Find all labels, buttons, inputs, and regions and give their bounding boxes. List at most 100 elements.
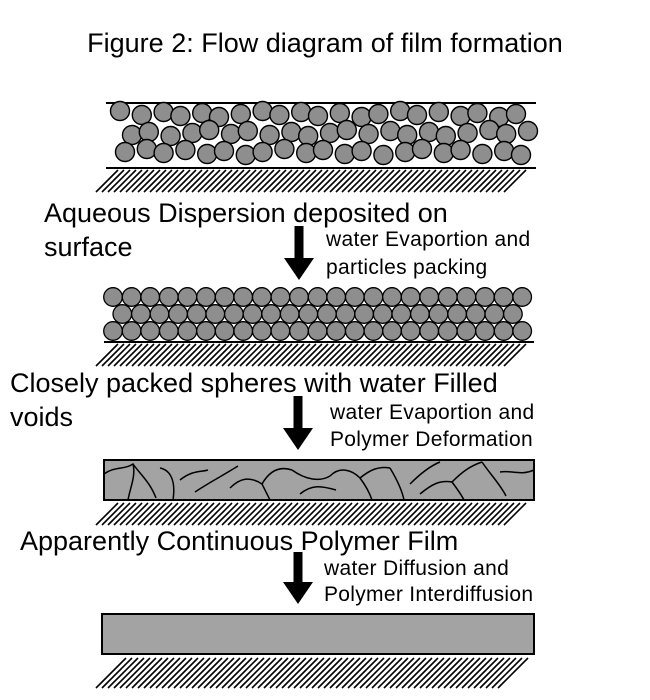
sphere xyxy=(233,287,254,307)
sphere xyxy=(186,304,207,324)
sphere xyxy=(289,287,309,307)
sphere xyxy=(121,321,142,341)
particle xyxy=(191,102,213,124)
sphere xyxy=(196,321,216,341)
particle xyxy=(334,143,355,165)
boundary-curve xyxy=(159,467,175,501)
sphere xyxy=(391,304,412,324)
transition-2-label-line-1: water Evaportion and xyxy=(330,401,535,424)
particle xyxy=(406,104,428,126)
particle xyxy=(109,100,131,122)
sphere xyxy=(205,304,226,324)
sphere xyxy=(344,321,365,341)
sphere xyxy=(335,304,356,324)
sphere xyxy=(251,287,272,307)
boundary-curve xyxy=(409,461,441,485)
particle xyxy=(160,125,181,147)
sphere xyxy=(307,287,328,307)
sphere xyxy=(307,321,328,341)
sphere xyxy=(493,321,514,341)
boundary-curve xyxy=(291,469,331,481)
sphere xyxy=(409,304,430,324)
sphere xyxy=(419,321,440,341)
sphere xyxy=(298,304,319,324)
sphere xyxy=(447,304,468,324)
particle xyxy=(510,144,532,166)
boundary-curve xyxy=(389,467,405,501)
particle xyxy=(312,139,334,161)
sphere xyxy=(363,287,384,307)
particle xyxy=(450,105,471,127)
particle xyxy=(467,102,488,124)
sphere xyxy=(103,321,123,341)
stage-2-caption-line-2: voids xyxy=(10,402,74,432)
particle xyxy=(114,141,136,163)
particle xyxy=(336,119,357,141)
transition-3-label-line-1: water Diffusion and xyxy=(324,557,510,580)
particle xyxy=(252,100,273,122)
sphere xyxy=(289,321,309,341)
continuous-film xyxy=(101,613,535,655)
sphere xyxy=(140,321,161,341)
sphere xyxy=(158,321,179,341)
boundary-curve xyxy=(127,463,135,501)
particle xyxy=(329,102,350,124)
particle xyxy=(213,140,235,162)
substrate-hatch xyxy=(95,343,527,367)
particle xyxy=(517,120,539,142)
transition-2-label-line-2: Polymer Deformation xyxy=(330,428,533,451)
sphere xyxy=(326,287,347,307)
particle xyxy=(230,103,252,125)
sphere xyxy=(465,304,486,324)
dispersed-particles xyxy=(109,100,539,166)
boundary-curve xyxy=(451,481,465,501)
particle-boundaries xyxy=(103,461,535,501)
sphere xyxy=(456,287,477,307)
particle xyxy=(196,143,218,165)
sphere xyxy=(437,287,458,307)
stage-1-caption-line-2: surface xyxy=(44,232,133,262)
sphere xyxy=(344,287,365,307)
particle xyxy=(252,141,273,163)
sphere xyxy=(456,321,477,341)
sphere xyxy=(158,287,179,307)
sphere xyxy=(270,287,291,307)
particle xyxy=(235,144,257,166)
particle xyxy=(220,123,242,145)
sphere xyxy=(372,304,393,324)
sphere xyxy=(242,304,263,324)
stage-4-continuous-film xyxy=(95,613,535,689)
sphere xyxy=(196,287,216,307)
sphere xyxy=(121,287,142,307)
particle xyxy=(170,105,191,127)
substrate-hatch xyxy=(95,169,527,193)
particle xyxy=(307,105,329,127)
particle xyxy=(298,125,319,147)
particle xyxy=(269,104,290,126)
particle xyxy=(291,101,312,123)
particle xyxy=(131,104,153,126)
boundary-curve xyxy=(179,469,209,481)
boundary-curve xyxy=(499,469,535,474)
particle xyxy=(153,142,174,164)
particle xyxy=(368,103,389,125)
boundary-curve xyxy=(194,465,239,493)
down-arrow-2 xyxy=(283,396,313,450)
sphere xyxy=(428,304,449,324)
particle xyxy=(373,144,394,166)
particle xyxy=(182,122,203,144)
down-arrow-1 xyxy=(284,226,314,280)
sphere xyxy=(168,304,189,324)
stage-1-dispersed-particles xyxy=(95,100,539,193)
boundary-curve xyxy=(481,461,507,497)
particle xyxy=(138,121,160,143)
particle xyxy=(457,122,478,144)
particle xyxy=(136,138,158,160)
particle xyxy=(274,138,295,160)
particle xyxy=(390,100,411,122)
particle xyxy=(351,106,372,128)
sphere xyxy=(130,304,151,324)
sphere xyxy=(419,287,440,307)
particle xyxy=(496,123,517,145)
boundary-curve xyxy=(359,477,373,501)
